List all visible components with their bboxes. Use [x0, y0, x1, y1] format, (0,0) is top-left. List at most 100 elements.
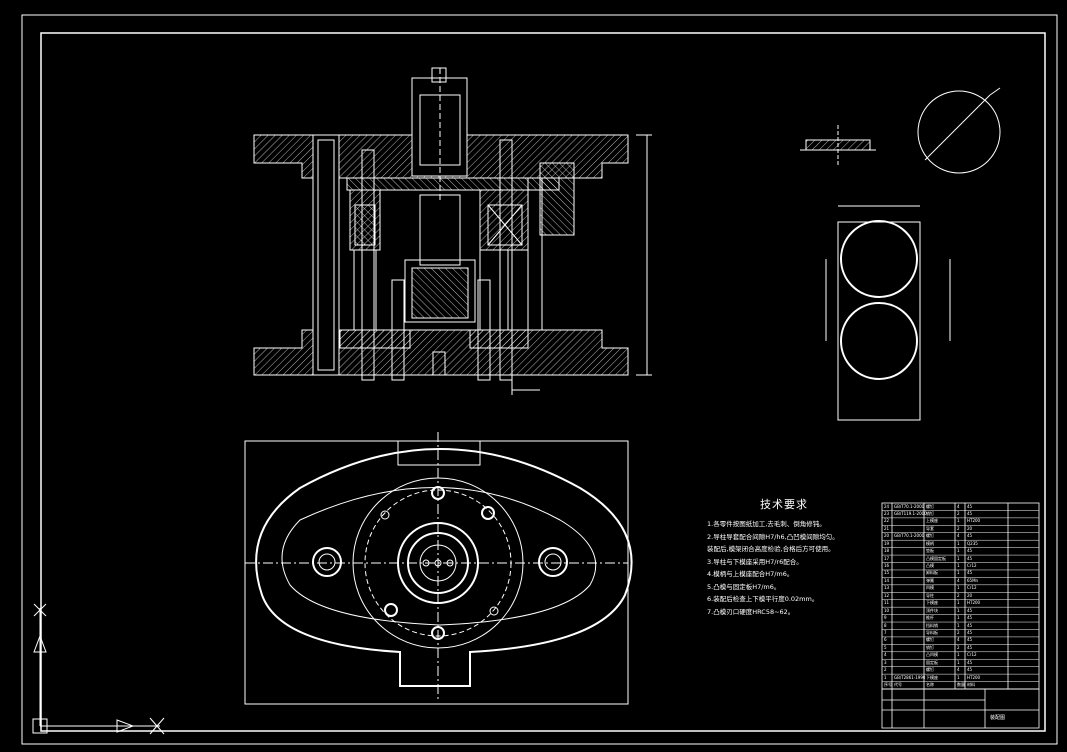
bom-cell-qty: 1 — [957, 607, 960, 613]
bom-cell-qty: 1 — [957, 622, 960, 628]
bom-cell-code: GB/T2861-1990 — [894, 674, 926, 680]
bom-cell-qty: 1 — [957, 600, 960, 606]
bom-cell-mat: Cr12 — [967, 563, 977, 569]
bom-cell-no: 19 — [884, 540, 890, 546]
outer-frame — [21, 14, 1058, 745]
bom-cell-mat: Cr12 — [967, 652, 977, 658]
bom-cell-mat: HT200 — [967, 518, 981, 524]
bom-cell-mat: 45 — [967, 667, 973, 673]
bom-cell-name: 凹模 — [926, 585, 934, 591]
tech-requirement-line: 6.装配后检查上下模平行度0.02mm。 — [707, 595, 819, 603]
bom-cell-code: GB/T119.1-2000 — [894, 510, 927, 516]
bom-cell-qty: 1 — [957, 540, 960, 546]
bom-cell-qty: 2 — [957, 629, 960, 635]
bom-cell-no: 4 — [884, 652, 887, 658]
bom-cell-name: 名称 — [926, 682, 934, 688]
bom-cell-qty: 1 — [957, 570, 960, 576]
bom-cell-qty: 4 — [957, 637, 960, 643]
tech-requirement-line: 5.凸模与固定板H7/m6。 — [707, 582, 781, 591]
bom-cell-mat: 材料 — [967, 682, 975, 688]
bom-cell-qty: 4 — [957, 667, 960, 673]
bom-cell-name: 螺钉 — [926, 667, 934, 673]
bom-cell-mat: 45 — [967, 510, 973, 516]
tech-requirements-title: 技术要求 — [760, 498, 808, 511]
bom-cell-qty: 1 — [957, 674, 960, 680]
bom-cell-no: 22 — [884, 518, 890, 524]
bom-cell-mat: Cr12 — [967, 585, 977, 591]
bom-cell-name: 螺钉 — [926, 503, 934, 509]
bom-cell-name: 挡料销 — [926, 622, 938, 628]
bom-cell-name: 顶件块 — [926, 607, 938, 613]
bom-cell-qty: 1 — [957, 615, 960, 621]
bom-cell-no: 2 — [884, 667, 887, 673]
ucs-icon — [32, 603, 165, 735]
bom-cell-name: 导套 — [926, 525, 934, 531]
bom-cell-code: GB/T70.1-2000 — [894, 503, 925, 509]
bom-cell-mat: 45 — [967, 644, 973, 650]
bom-cell-no: 16 — [884, 563, 890, 569]
bom-cell-qty: 1 — [957, 585, 960, 591]
bom-cell-mat: 20 — [967, 592, 973, 598]
bom-cell-name: 下模座 — [926, 600, 938, 606]
title-block-name: 装配图 — [990, 715, 1006, 721]
bom-cell-no: 18 — [884, 548, 890, 554]
bom-cell-name: 螺钉 — [926, 533, 934, 539]
bom-cell-mat: HT200 — [967, 674, 981, 680]
bom-cell-qty: 2 — [957, 510, 960, 516]
bom-cell-mat: 45 — [967, 622, 973, 628]
bom-cell-no: 21 — [884, 525, 890, 531]
bom-cell-no: 24 — [884, 503, 890, 509]
bom-cell-mat: 45 — [967, 503, 973, 509]
bom-cell-no: 11 — [884, 600, 890, 606]
bom-cell-name: 导料板 — [926, 629, 938, 635]
bom-cell-qty: 1 — [957, 518, 960, 524]
tech-requirement-line: 4.模柄与上模座配合H7/m6。 — [707, 570, 794, 578]
bom-cell-name: 固定板 — [926, 659, 938, 665]
bom-cell-qty: 4 — [957, 503, 960, 509]
bom-cell-name: 弹簧 — [926, 577, 934, 583]
bom-cell-mat: HT200 — [967, 600, 981, 606]
tech-requirement-line: 2.导柱导套配合间隙H7/h6,凸凹模间隙均匀。 — [707, 532, 839, 541]
bom-cell-no: 1 — [884, 674, 887, 680]
bom-cell-no: 20 — [884, 533, 890, 539]
bom-cell-mat: 45 — [967, 607, 973, 613]
front-section-view — [253, 67, 652, 395]
bom-cell-mat: 45 — [967, 570, 973, 576]
bom-cell-name: 螺钉 — [926, 637, 934, 643]
bom-cell-mat: 45 — [967, 659, 973, 665]
tech-requirement-line: 7.凸模刃口硬度HRC58~62。 — [707, 607, 795, 616]
bom-cell-name: 推杆 — [926, 615, 934, 621]
bom-cell-no: 3 — [884, 659, 887, 665]
bom-cell-no: 8 — [884, 622, 887, 628]
bom-cell-qty: 数量 — [957, 682, 965, 688]
bom-cell-name: 导柱 — [926, 592, 934, 598]
bom-cell-mat: Q235 — [967, 540, 978, 546]
strip-layout-view — [825, 205, 951, 421]
bom-cell-no: 12 — [884, 592, 890, 598]
bom-cell-name: 下模座 — [926, 674, 938, 680]
tech-requirement-line: 装配后,模架闭合高度检验,合格后方可使用。 — [707, 545, 835, 553]
bom-cell-qty: 1 — [957, 659, 960, 665]
bom-cell-no: 17 — [884, 555, 890, 561]
bom-cell-qty: 2 — [957, 525, 960, 531]
bom-cell-mat: 45 — [967, 629, 973, 635]
part-detail-view — [800, 87, 1001, 174]
bom-cell-no: 6 — [884, 637, 887, 643]
bom-cell-name: 凸模固定板 — [926, 555, 946, 561]
bom-cell-qty: 2 — [957, 592, 960, 598]
bom-cell-qty: 1 — [957, 563, 960, 569]
bom-cell-no: 7 — [884, 629, 887, 635]
bom-cell-no: 23 — [884, 510, 890, 516]
bom-cell-name: 销钉 — [926, 644, 934, 650]
bom-cell-mat: 20 — [967, 525, 973, 531]
tech-requirement-line: 1.各零件按图纸加工,去毛刺、倒角修钝。 — [707, 520, 826, 528]
bom-cell-qty: 1 — [957, 555, 960, 561]
bom-cell-name: 模柄 — [926, 540, 934, 546]
bom-cell-name: 上模座 — [926, 518, 938, 524]
bom-cell-mat: 65Mn — [967, 577, 979, 583]
bom-cell-mat: 45 — [967, 637, 973, 643]
bom-cell-no: 13 — [884, 585, 890, 591]
bom-cell-no: 9 — [884, 615, 887, 621]
bom-cell-code: 代号 — [894, 682, 902, 688]
